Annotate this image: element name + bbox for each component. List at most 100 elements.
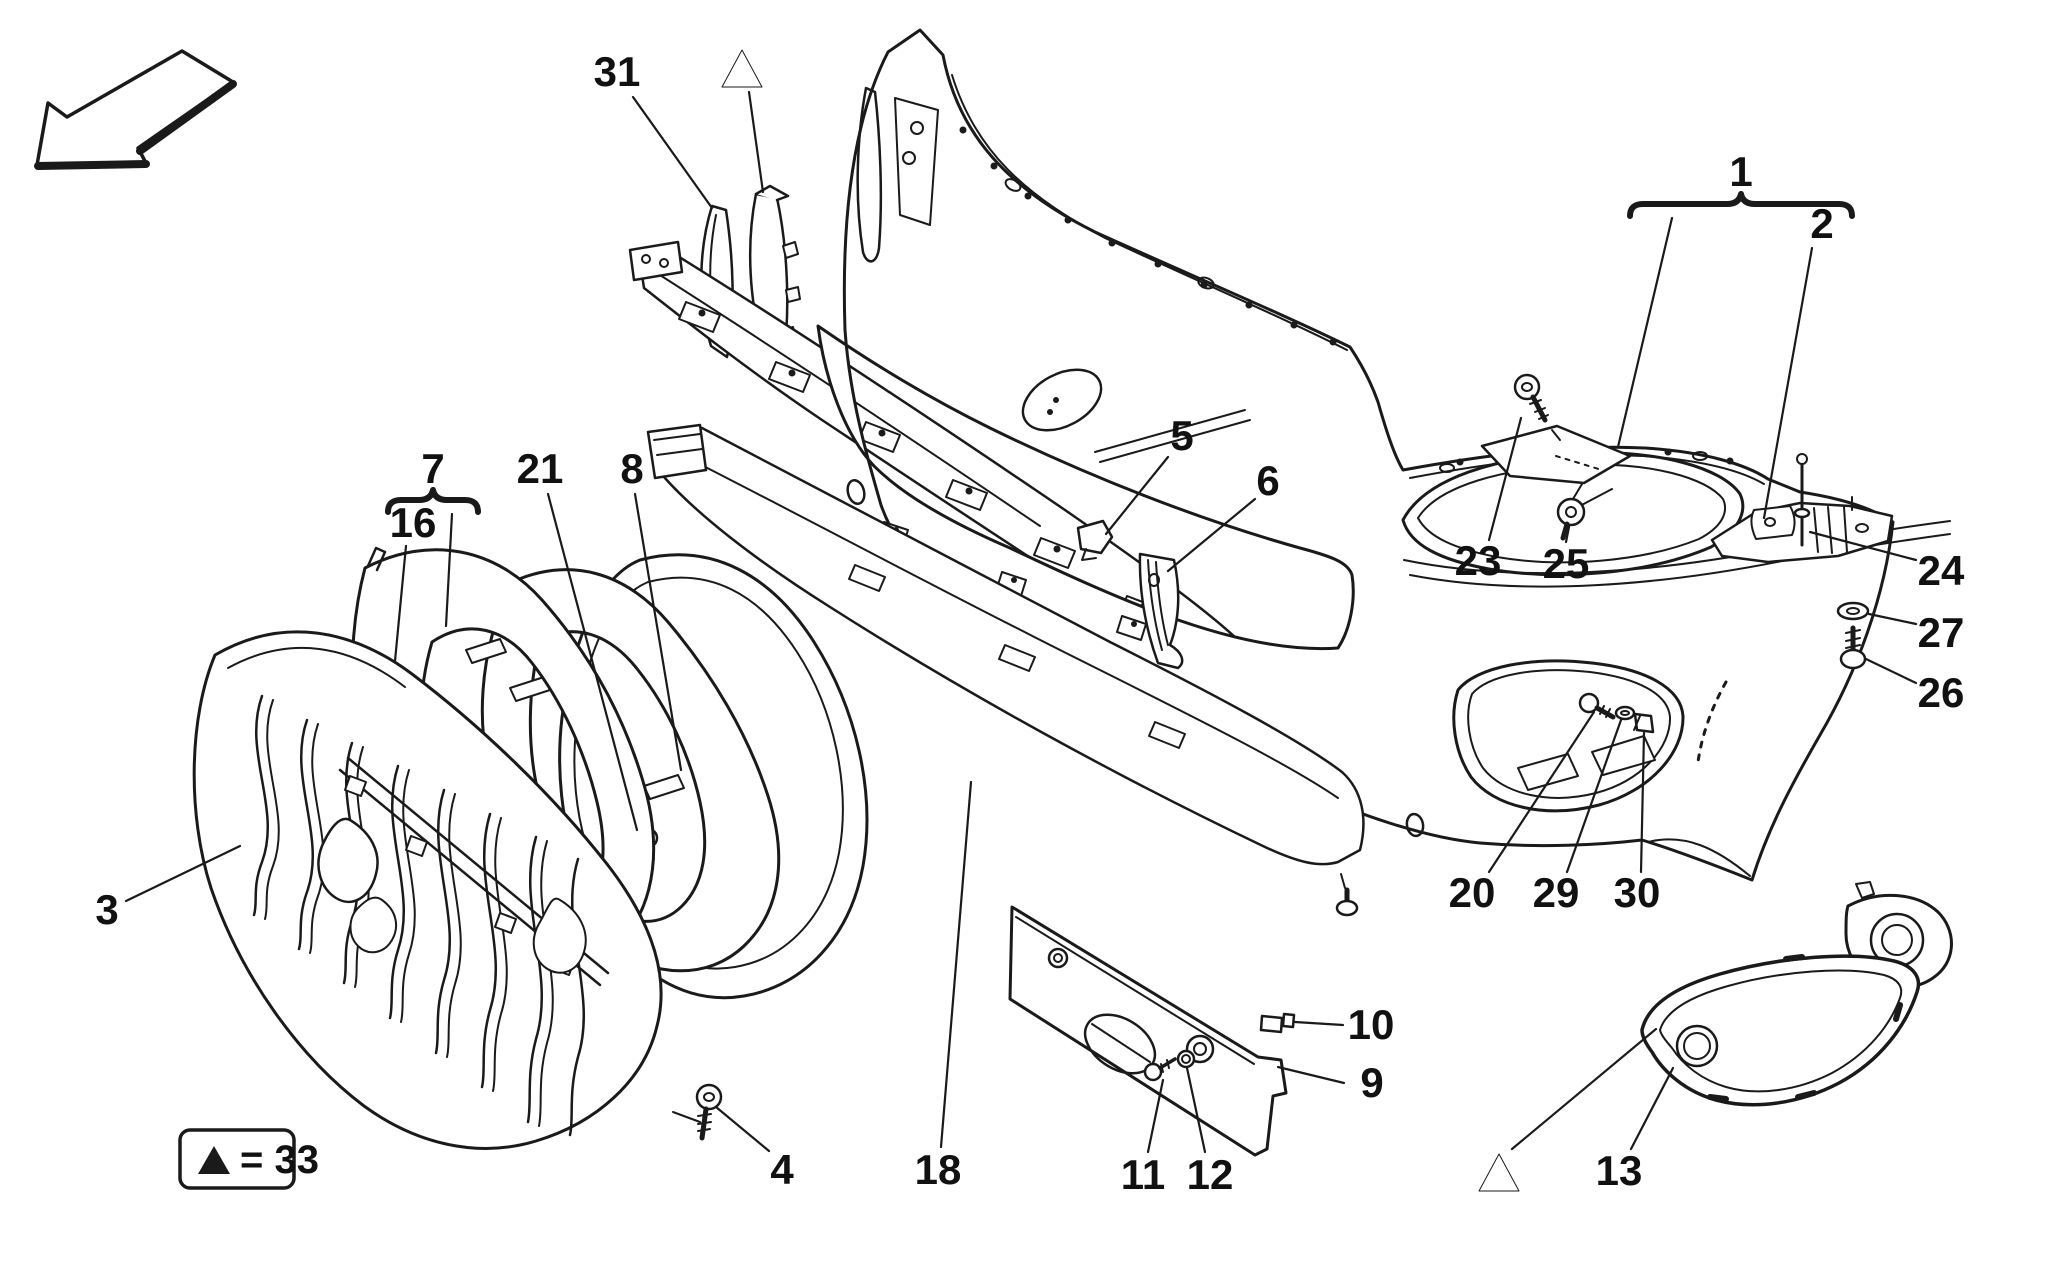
triangle-marker-top — [721, 49, 765, 194]
screw-head — [1578, 692, 1600, 714]
screw-threads — [697, 1113, 712, 1132]
screw-head-detail — [703, 1092, 715, 1102]
leader-line — [747, 90, 765, 194]
screw-head — [1143, 1062, 1163, 1082]
callout-11: 11 — [1121, 1078, 1165, 1198]
grille-slat — [434, 788, 452, 1055]
rivet — [1456, 458, 1464, 466]
rail-end-tab — [628, 240, 684, 282]
grille-bracket — [532, 897, 587, 974]
screw-20 — [1578, 692, 1616, 720]
callout-number: 5 — [1170, 412, 1193, 459]
callout-9: 9 — [1276, 1059, 1384, 1106]
callout-2: 2 — [1762, 200, 1834, 520]
leader-line — [1808, 530, 1918, 562]
callout-18: 18 — [915, 780, 973, 1193]
housing-tab — [1855, 881, 1875, 899]
callout-number: 29 — [1533, 869, 1580, 916]
grille-slat — [252, 694, 270, 917]
rail-pad-hole — [1053, 545, 1061, 553]
callout-21: 21 — [517, 445, 639, 832]
stud-24 — [1793, 453, 1811, 547]
frame-tab — [366, 546, 387, 572]
callout-number: 11 — [1121, 1151, 1165, 1198]
leader-line — [1616, 216, 1674, 449]
callout-5: 5 — [1104, 412, 1194, 536]
leader-line — [631, 95, 714, 210]
strip-tab — [785, 286, 801, 303]
screw-threads — [1529, 399, 1549, 420]
leader-line — [124, 844, 242, 903]
callout-25: 25 — [1543, 525, 1589, 587]
valance-bolt-line — [1340, 873, 1346, 889]
plate-center-hole — [1185, 1034, 1215, 1064]
bezel-hole-inner — [1683, 1032, 1711, 1060]
leader-line — [1487, 710, 1596, 874]
leader-line — [393, 544, 408, 663]
wing-plate-notch — [1551, 429, 1561, 441]
strip-tab — [782, 241, 799, 259]
slot-hole — [1197, 276, 1215, 290]
valance-slot — [848, 564, 886, 592]
rivet — [1108, 239, 1116, 247]
nut-12 — [1176, 1049, 1196, 1069]
callout-31: 31 — [594, 48, 714, 210]
valance-inner-line — [667, 447, 1339, 799]
clip-fold — [1633, 715, 1641, 731]
plate-hole-inner — [1053, 953, 1063, 963]
rivet — [1154, 260, 1162, 268]
callout-3: 3 — [95, 844, 242, 933]
end-cap-hole — [1855, 523, 1869, 533]
screw-head-detail — [1565, 506, 1577, 518]
front-bumper-1 — [816, 28, 1951, 882]
screw-head — [695, 1083, 723, 1111]
reinforcement-rail — [628, 240, 1242, 672]
triangle-marker-bottom — [1478, 1027, 1658, 1192]
blade-plate-hole — [910, 121, 924, 135]
screw-26 — [1839, 625, 1867, 670]
bracket-hole — [1148, 573, 1160, 587]
legend-label: = 33 — [240, 1138, 319, 1182]
screw-head — [1556, 497, 1586, 527]
leader-line — [714, 1105, 771, 1153]
callout-26: 26 — [1864, 657, 1964, 716]
rail-pad — [768, 361, 811, 393]
rail-pad-hole — [698, 309, 706, 317]
blade-plate — [894, 97, 939, 226]
callout-12: 12 — [1185, 1066, 1234, 1198]
legend: = 33 — [178, 1128, 319, 1190]
bumper-top-inner-edge — [951, 74, 1348, 351]
license-plate-holder-9 — [1008, 905, 1288, 1157]
slot-hole — [1439, 463, 1455, 473]
clip-tip — [1281, 1012, 1296, 1029]
callout-6: 6 — [1166, 457, 1280, 573]
leader-line — [1864, 657, 1918, 685]
callout-number: 18 — [915, 1146, 962, 1193]
wheel-arch-line — [1647, 838, 1751, 877]
callout-number: 10 — [1348, 1001, 1395, 1048]
callout-13: 13 — [1596, 1066, 1675, 1194]
rivet — [959, 126, 967, 134]
grille-slat — [400, 769, 416, 1023]
brace — [1627, 191, 1855, 219]
callout-number: 16 — [390, 499, 437, 546]
grille-slat — [297, 718, 315, 951]
grille-slat — [526, 835, 544, 1124]
clip-body — [1076, 519, 1114, 555]
leader-line — [633, 492, 683, 772]
slot-hole — [1004, 178, 1022, 192]
rivet — [1245, 301, 1253, 309]
stud-collar — [1793, 507, 1811, 519]
callout-number: 2 — [1810, 200, 1833, 247]
rivet — [1664, 448, 1672, 456]
leader-line — [1293, 1020, 1345, 1027]
callout-27: 27 — [1867, 609, 1964, 656]
grille-rail-tab — [405, 835, 428, 857]
callout-number: 12 — [1187, 1151, 1234, 1198]
leader-line — [1487, 416, 1523, 542]
leader-line — [1762, 246, 1814, 520]
emblem-pin-hole — [1053, 397, 1059, 403]
shutter-actuator — [317, 817, 379, 904]
